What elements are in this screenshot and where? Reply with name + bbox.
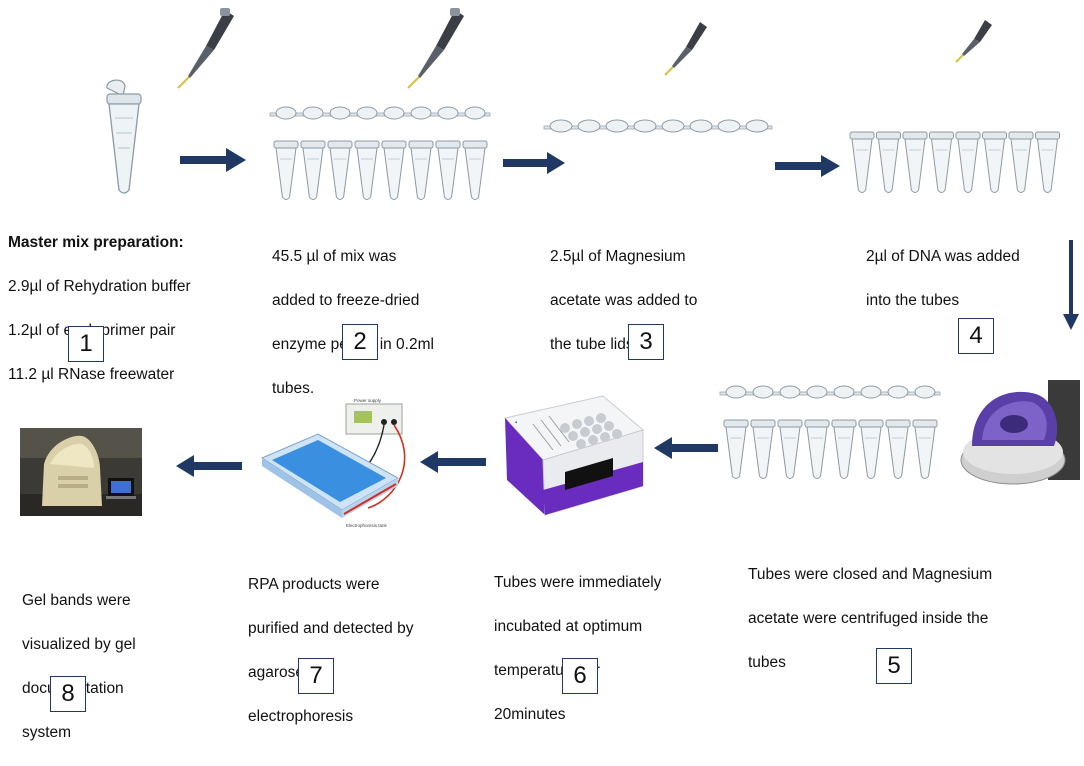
tube-lid <box>745 119 769 133</box>
incubator-heat-block-icon: ▪ <box>504 395 645 516</box>
arrow-left-icon <box>654 437 718 459</box>
pipette-icon <box>407 8 464 89</box>
tube-lid <box>410 106 432 120</box>
tube-strip <box>849 131 1060 193</box>
step-number-7: 7 <box>298 658 334 694</box>
pcr-tube <box>885 419 911 479</box>
pcr-tube <box>435 140 461 200</box>
tube-lid <box>437 106 459 120</box>
step-number-6: 6 <box>562 658 598 694</box>
pcr-tube <box>300 140 326 200</box>
centrifuge-icon <box>960 380 1080 485</box>
tube-lid <box>833 385 855 399</box>
tube-lid <box>356 106 378 120</box>
pcr-tube <box>929 131 954 193</box>
step-number-1: 1 <box>68 326 104 362</box>
step-2-description: 45.5 µl of mix was added to freeze-dried… <box>272 248 434 397</box>
pcr-tube <box>804 419 830 479</box>
pcr-tube <box>462 140 488 200</box>
arrow-left-icon <box>176 455 242 477</box>
tube-lid <box>633 119 657 133</box>
electrophoresis-setup: Power supply Electrophoresis tank <box>248 398 440 530</box>
pcr-tube <box>777 419 803 479</box>
gel-documentation-system-icon <box>20 428 142 516</box>
pipette-icon <box>955 20 992 63</box>
svg-text:Power supply: Power supply <box>354 398 382 403</box>
step-6-description: Tubes were immediately incubated at opti… <box>494 574 662 723</box>
pcr-tube <box>750 419 776 479</box>
pcr-tube <box>858 419 884 479</box>
pcr-tube <box>955 131 981 193</box>
pcr-tube <box>327 140 353 200</box>
tube-lid <box>779 385 801 399</box>
tube-lid <box>577 119 601 133</box>
pcr-tube <box>982 131 1007 193</box>
step-number-2: 2 <box>342 324 378 360</box>
pcr-tube <box>1008 131 1034 193</box>
arrow-down-icon <box>1063 240 1079 330</box>
pcr-tube <box>912 419 938 479</box>
svg-text:Electrophoresis tank: Electrophoresis tank <box>346 523 388 528</box>
pcr-tube <box>876 131 901 193</box>
tube-lid <box>887 385 909 399</box>
pcr-tube <box>354 140 380 200</box>
arrow-right-icon <box>180 148 246 172</box>
step-5-description: Tubes were closed and Magnesium acetate … <box>748 566 993 671</box>
tube-strip-with-lids <box>269 106 491 200</box>
tube-lid <box>717 119 741 133</box>
arrow-right-icon <box>775 155 840 177</box>
pipette-icon <box>664 22 707 76</box>
tube-lid <box>464 106 486 120</box>
tube-lid <box>275 106 297 120</box>
pcr-tube <box>273 140 299 200</box>
closed-tube-strip <box>719 385 941 479</box>
tube-lid <box>860 385 882 399</box>
tube-lid <box>383 106 405 120</box>
tube-lid <box>725 385 747 399</box>
step-number-4: 4 <box>958 318 994 354</box>
pipette-icon <box>177 8 234 89</box>
tube-lid <box>661 119 685 133</box>
arrow-right-icon <box>503 152 565 174</box>
step-number-3: 3 <box>628 324 664 360</box>
pcr-tube <box>381 140 407 200</box>
arrow-left-icon <box>420 451 486 473</box>
step-number-8: 8 <box>50 676 86 712</box>
microcentrifuge-tube-icon <box>106 79 142 194</box>
step-7-description: RPA products were purified and detected … <box>248 576 414 725</box>
tube-lid <box>752 385 774 399</box>
pcr-tube <box>1035 131 1060 193</box>
tube-lid <box>302 106 324 120</box>
svg-text:▪: ▪ <box>515 420 517 426</box>
pcr-tube <box>408 140 434 200</box>
pcr-tube <box>902 131 928 193</box>
step-4-description: 2µl of DNA was added into the tubes <box>866 248 1020 309</box>
pcr-tube <box>849 131 875 193</box>
electrophoresis-tank-label: Electrophoresis tank <box>346 523 388 528</box>
pcr-tube <box>723 419 749 479</box>
pcr-tube <box>831 419 857 479</box>
step-8-description: Gel bands were visualized by gel documen… <box>22 592 136 741</box>
tube-lid <box>689 119 713 133</box>
step-3-description: 2.5µl of Magnesium acetate was added to … <box>550 248 698 353</box>
tube-lid <box>549 119 573 133</box>
tube-lid <box>806 385 828 399</box>
power-supply-label: Power supply <box>354 398 382 403</box>
step-1-description: Master mix preparation: 2.9µl of Rehydra… <box>8 234 191 383</box>
tube-lid <box>329 106 351 120</box>
lid-strip <box>543 119 773 133</box>
step-number-5: 5 <box>876 648 912 684</box>
tube-lid <box>605 119 629 133</box>
tube-lid <box>914 385 936 399</box>
